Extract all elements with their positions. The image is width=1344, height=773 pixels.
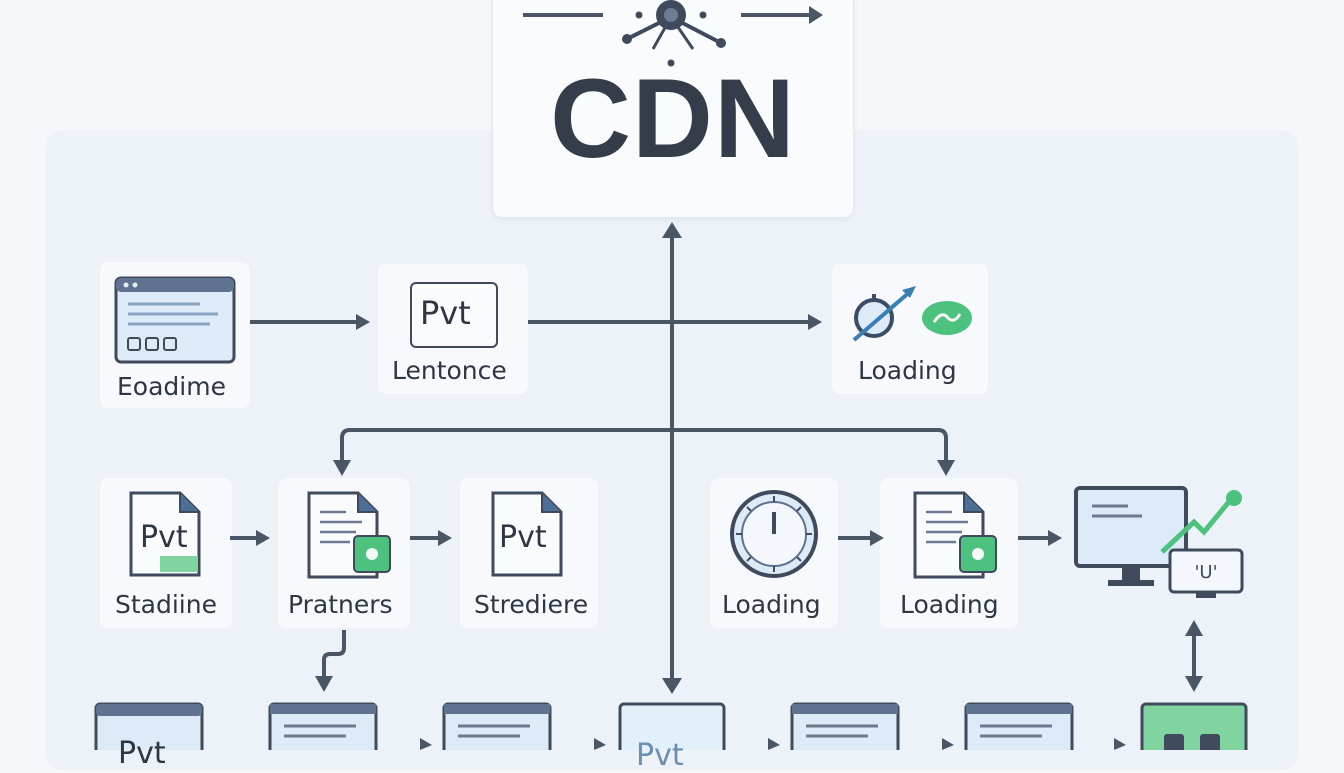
- clock-icon: [730, 490, 818, 578]
- node-label-loading-clock: Loading: [722, 590, 821, 619]
- document-badge-icon: [307, 491, 391, 579]
- document-pvt-text: Pvt: [140, 520, 188, 555]
- monitor-chart-icon: 'U': [1074, 486, 1244, 598]
- node-label-loading-top: Loading: [858, 356, 957, 385]
- page-title: CDN: [550, 56, 796, 181]
- node-label-lentonce: Lentonce: [392, 356, 507, 385]
- pvt-box-text: Pvt: [420, 294, 471, 332]
- node-label-strediere: Strediere: [474, 590, 589, 619]
- cdn-header-card: CDN: [492, 0, 854, 218]
- bottom-center-pvt-text: Pvt: [636, 738, 684, 773]
- node-label-loading-doc: Loading: [900, 590, 999, 619]
- network-hub-icon: [523, 0, 823, 67]
- pvt-box-icon: [410, 282, 498, 348]
- bottom-pvt-text: Pvt: [118, 736, 166, 771]
- svg-text:'U': 'U': [1194, 562, 1217, 583]
- cloud-icon: [922, 301, 972, 335]
- speed-gauge-icon: [852, 286, 916, 342]
- document-icon: [129, 491, 201, 577]
- node-label-stadiine: Stadiine: [115, 590, 217, 619]
- document-pvt-text: Pvt: [499, 520, 547, 555]
- node-label-eoadime: Eoadime: [117, 372, 226, 401]
- document-badge-icon: [913, 491, 997, 579]
- node-label-pratners: Pratners: [288, 590, 393, 619]
- browser-window-icon: [114, 276, 236, 364]
- document-icon: [491, 491, 563, 577]
- connector-arrows: [230, 222, 1203, 750]
- bottom-row-icons: [94, 702, 1248, 750]
